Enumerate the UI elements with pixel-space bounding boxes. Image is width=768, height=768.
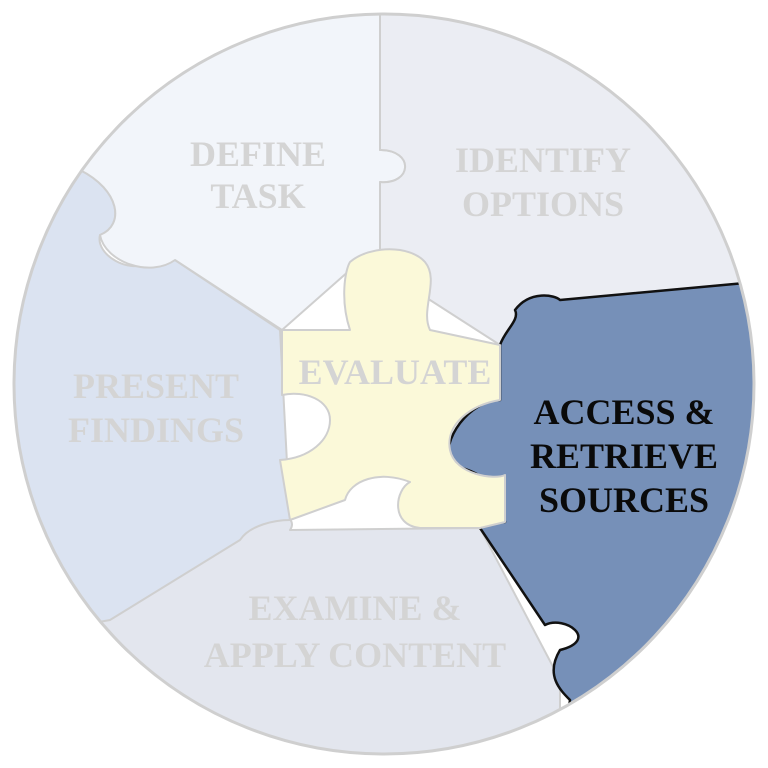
- piece-evaluate[interactable]: [279, 248, 506, 529]
- wheel-outline: [12, 12, 756, 756]
- label-present-findings-line1: PRESENT: [73, 366, 239, 406]
- label-examine-apply-line2: APPLY CONTENT: [204, 635, 506, 675]
- label-access-retrieve-line3: SOURCES: [539, 480, 709, 520]
- label-define-task-line1: DEFINE: [190, 134, 326, 174]
- label-identify-options-line2: OPTIONS: [462, 184, 624, 224]
- label-identify-options-line1: IDENTIFY: [455, 140, 631, 180]
- label-access-retrieve-line1: ACCESS &: [533, 392, 714, 432]
- label-present-findings-line2: FINDINGS: [68, 410, 244, 450]
- label-evaluate: EVALUATE: [299, 352, 492, 392]
- label-access-retrieve-line2: RETRIEVE: [530, 436, 718, 476]
- label-examine-apply-line1: EXAMINE &: [249, 588, 462, 628]
- label-define-task-line2: TASK: [210, 176, 305, 216]
